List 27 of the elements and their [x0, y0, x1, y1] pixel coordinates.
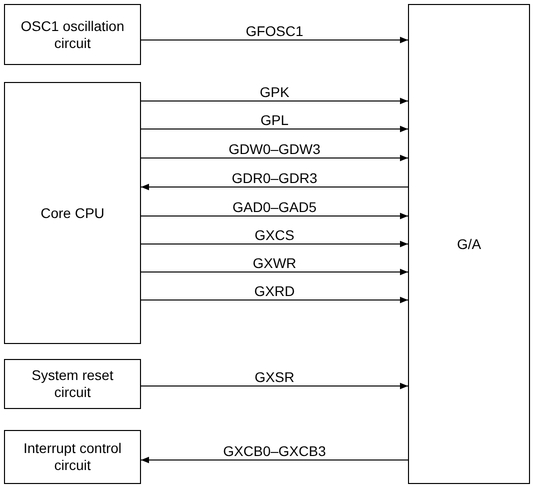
signal-label: GXRD: [254, 283, 295, 299]
signal-arrow: [140, 126, 408, 132]
signal-arrow: [140, 36, 408, 44]
signal-label: GPK: [260, 84, 290, 100]
signal-arrow: [140, 98, 408, 104]
signal-arrow: [140, 456, 408, 464]
signal-label: GXWR: [252, 255, 296, 271]
cpu-block: Core CPU: [4, 82, 141, 344]
signal-arrow: [140, 240, 408, 248]
circuit-block: Interrupt control circuit: [4, 430, 141, 484]
signal-arrow: [140, 296, 408, 304]
signal-arrow: [140, 268, 408, 276]
circuit-block: System reset circuit: [4, 359, 141, 409]
signal-arrow: [140, 212, 408, 220]
gate-array-block: G/A: [408, 4, 530, 484]
signal-arrow: [140, 382, 408, 390]
circuit-block: OSC1 oscillation circuit: [4, 4, 141, 65]
signal-label: GDW0–GDW3: [228, 141, 320, 157]
signal-arrow: [140, 154, 408, 162]
signal-label: GXSR: [254, 369, 294, 385]
signal-label: GFOSC1: [246, 23, 304, 39]
signal-label: GPL: [260, 112, 288, 128]
signal-label: GDR0–GDR3: [232, 170, 318, 186]
signal-label: GXCB0–GXCB3: [223, 443, 326, 459]
signal-arrow: [140, 184, 408, 190]
signal-label: GAD0–GAD5: [232, 199, 317, 215]
signal-label: GXCS: [254, 227, 294, 243]
